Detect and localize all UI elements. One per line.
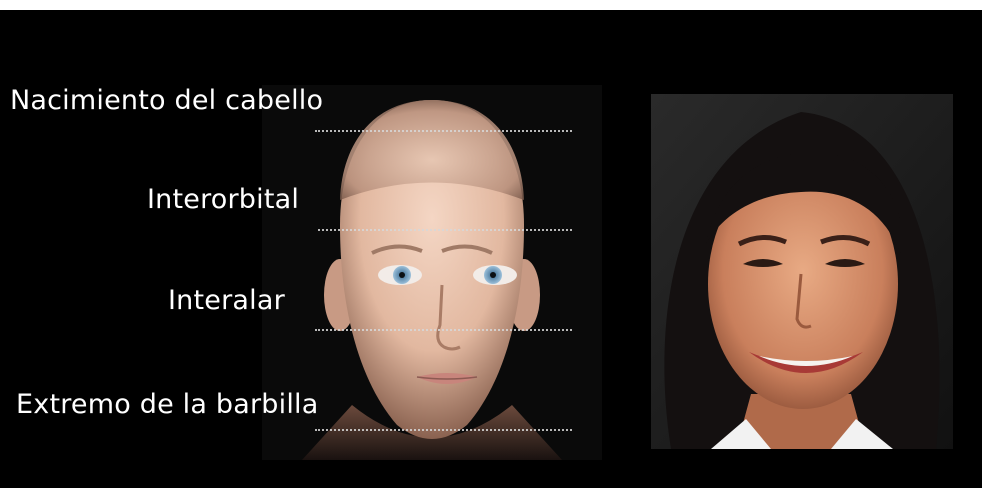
interorbital-label: Interorbital xyxy=(147,184,299,215)
interalar-label: Interalar xyxy=(168,285,285,316)
interalar-guide-line xyxy=(315,329,572,331)
chin-guide-line xyxy=(315,429,572,431)
chin-label: Extremo de la barbilla xyxy=(16,389,318,420)
hairline-guide-line xyxy=(315,130,572,132)
woman-photo xyxy=(651,94,953,449)
interorbital-guide-line xyxy=(318,229,572,231)
hairline-label: Nacimiento del cabello xyxy=(10,85,323,116)
facial-proportions-figure: Nacimiento del cabello Interorbital Inte… xyxy=(0,10,982,488)
